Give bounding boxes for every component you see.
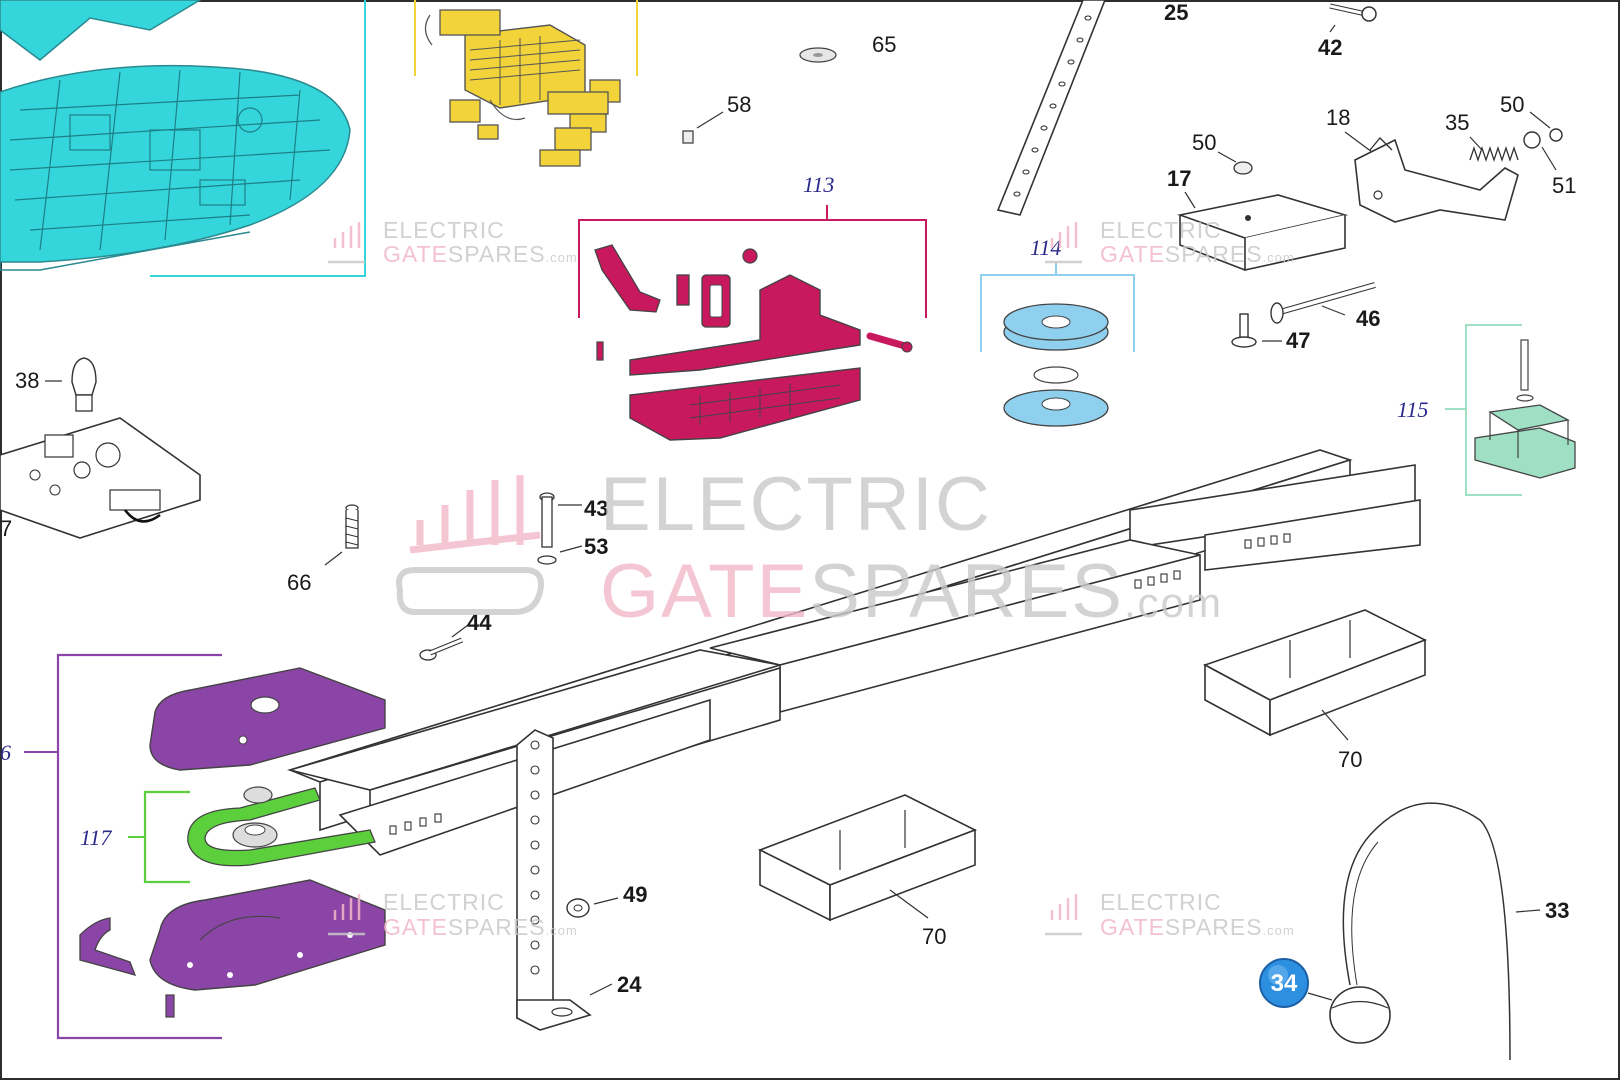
watermark-line1: ELECTRIC: [600, 462, 992, 547]
screw-part-44: [419, 637, 463, 661]
group-label-114: 114: [1030, 235, 1061, 260]
watermark-large: ELECTRIC GATESPARES.com: [396, 462, 1223, 634]
watermark-logo-icon: [1045, 222, 1082, 264]
watermark-small-1: ELECTRIC GATESPARES.com: [328, 217, 578, 267]
watermark-small-3: ELECTRIC GATESPARES.com: [328, 889, 578, 940]
label-33: 33: [1545, 898, 1569, 923]
yellow-transformer-assembly: [414, 0, 638, 167]
label-70-a: 70: [1338, 747, 1362, 772]
channel-bracket-part-70-b: [758, 794, 977, 922]
watermark-line2: GATESPARES.com: [600, 549, 1223, 634]
label-42: 42: [1318, 35, 1342, 60]
nut-part-58: [682, 130, 694, 144]
group-117-bracket: 117: [80, 790, 190, 884]
group-label-116: 6: [0, 740, 11, 765]
watermark-spares: SPARES: [809, 549, 1124, 634]
label-49: 49: [623, 882, 647, 907]
watermark-line2: GATESPARES.com: [383, 914, 578, 940]
label-38: 38: [15, 368, 39, 393]
label-37: 7: [0, 516, 12, 541]
spring-part-35: [1469, 145, 1519, 163]
bracket-part-17: [1177, 194, 1349, 271]
watermark-com: .com: [546, 250, 578, 265]
pull-cord-part-33: [1342, 802, 1511, 1061]
label-53: 53: [584, 534, 608, 559]
cyan-housing-assembly: [0, 0, 366, 277]
watermark-small-2: ELECTRIC GATESPARES.com: [1045, 217, 1295, 267]
channel-bracket-part-70-a: [1203, 609, 1427, 737]
watermark-line1: ELECTRIC: [1100, 217, 1222, 243]
lamp-part-38: [71, 357, 97, 412]
watermark-spares: SPARES: [448, 914, 546, 940]
label-50-b: 50: [1500, 92, 1524, 117]
purple-bottom-base: [79, 879, 386, 1018]
washer-part-53: [537, 555, 557, 565]
label-18: 18: [1326, 105, 1350, 130]
nut-part-50: [1233, 161, 1253, 175]
watermark-com: .com: [546, 923, 578, 938]
label-58: 58: [727, 92, 751, 117]
group-116-bracket: 6: [0, 653, 222, 1040]
group-label-115: 115: [1397, 397, 1428, 422]
watermark-line1: ELECTRIC: [383, 217, 505, 243]
watermark-small-4: ELECTRIC GATESPARES.com: [1045, 889, 1295, 940]
rail-assembly: [286, 449, 1421, 856]
watermark-gate: GATE: [383, 241, 448, 267]
label-50-a: 50: [1192, 130, 1216, 155]
watermark-logo-icon: [328, 894, 365, 936]
label-46: 46: [1356, 306, 1380, 331]
label-66: 66: [287, 570, 311, 595]
nut-part-49: [566, 898, 590, 918]
watermark-gate: GATE: [383, 914, 448, 940]
purple-top-cover: [149, 667, 386, 771]
watermark-logo-icon: [328, 222, 365, 264]
watermark-com: .com: [1263, 250, 1295, 265]
pcb-part-37: [0, 417, 201, 539]
watermark-spares: SPARES: [1165, 241, 1263, 267]
watermark-logo-icon: [409, 475, 541, 554]
l-bracket-part-24: [516, 729, 592, 1031]
watermark-line1: ELECTRIC: [383, 889, 505, 915]
group-115-bracket: 115: [1397, 324, 1576, 496]
watermark-line2: GATESPARES.com: [1100, 914, 1295, 940]
watermark-gate: GATE: [1100, 241, 1165, 267]
green-drive-belt: [187, 786, 376, 867]
bracket-part-18: [1354, 137, 1519, 223]
label-51: 51: [1552, 173, 1576, 198]
washer-part-51: [1523, 131, 1541, 149]
label-24: 24: [617, 972, 642, 997]
screw-part-66: [345, 504, 359, 549]
label-43: 43: [584, 496, 608, 521]
watermark-line2: GATESPARES.com: [1100, 241, 1295, 267]
watermark-line1: ELECTRIC: [1100, 889, 1222, 915]
bolt-part-43: [539, 492, 555, 548]
group-113-carriage: 113: [578, 172, 927, 441]
label-65: 65: [872, 32, 896, 57]
watermark-spares: SPARES: [1165, 914, 1263, 940]
badge-34: 34: [1259, 958, 1309, 1008]
label-47: 47: [1286, 328, 1310, 353]
bolt-part-42: [1329, 3, 1377, 22]
label-70-b: 70: [922, 924, 946, 949]
bolt-part-47: [1231, 313, 1257, 348]
label-25: 25: [1164, 0, 1188, 25]
watermark-gate: GATE: [1100, 914, 1165, 940]
watermark-logo-icon: [1045, 894, 1082, 936]
label-34: 34: [1271, 970, 1298, 997]
watermark-line2: GATESPARES.com: [383, 241, 578, 267]
group-label-113: 113: [803, 172, 834, 197]
watermark-com: .com: [1124, 579, 1223, 626]
pull-knob-part-34: [1329, 986, 1391, 1044]
perforated-strip-25: [996, 0, 1106, 216]
group-114-pulley: 114: [980, 235, 1135, 427]
watermark-com: .com: [1263, 923, 1295, 938]
watermark-gate: GATE: [600, 549, 809, 634]
label-35: 35: [1445, 110, 1469, 135]
watermark-spares: SPARES: [448, 241, 546, 267]
bolt-part-46: [1270, 282, 1376, 324]
group-label-117: 117: [80, 825, 112, 850]
label-17: 17: [1167, 166, 1191, 191]
